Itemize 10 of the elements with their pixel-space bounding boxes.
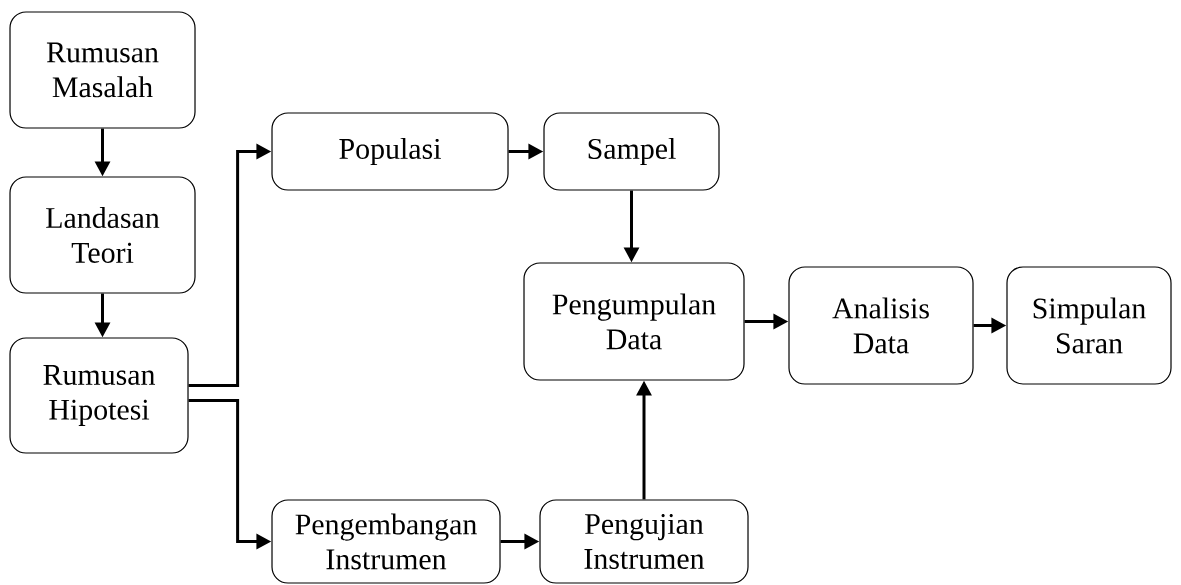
process-box: Landasan Teori [9, 176, 196, 294]
process-box: Simpulan Saran [1006, 266, 1172, 385]
process-box: Rumusan Masalah [9, 11, 196, 129]
process-box: Pengujian Instrumen [539, 499, 749, 584]
process-box: Populasi [271, 112, 509, 191]
process-box: Pengembangan Instrumen [271, 499, 501, 584]
process-box: Analisis Data [788, 266, 974, 385]
process-box: Rumusan Hipotesi [9, 337, 189, 454]
process-box: Pengumpulan Data [523, 262, 745, 381]
process-box: Sampel [543, 112, 720, 191]
